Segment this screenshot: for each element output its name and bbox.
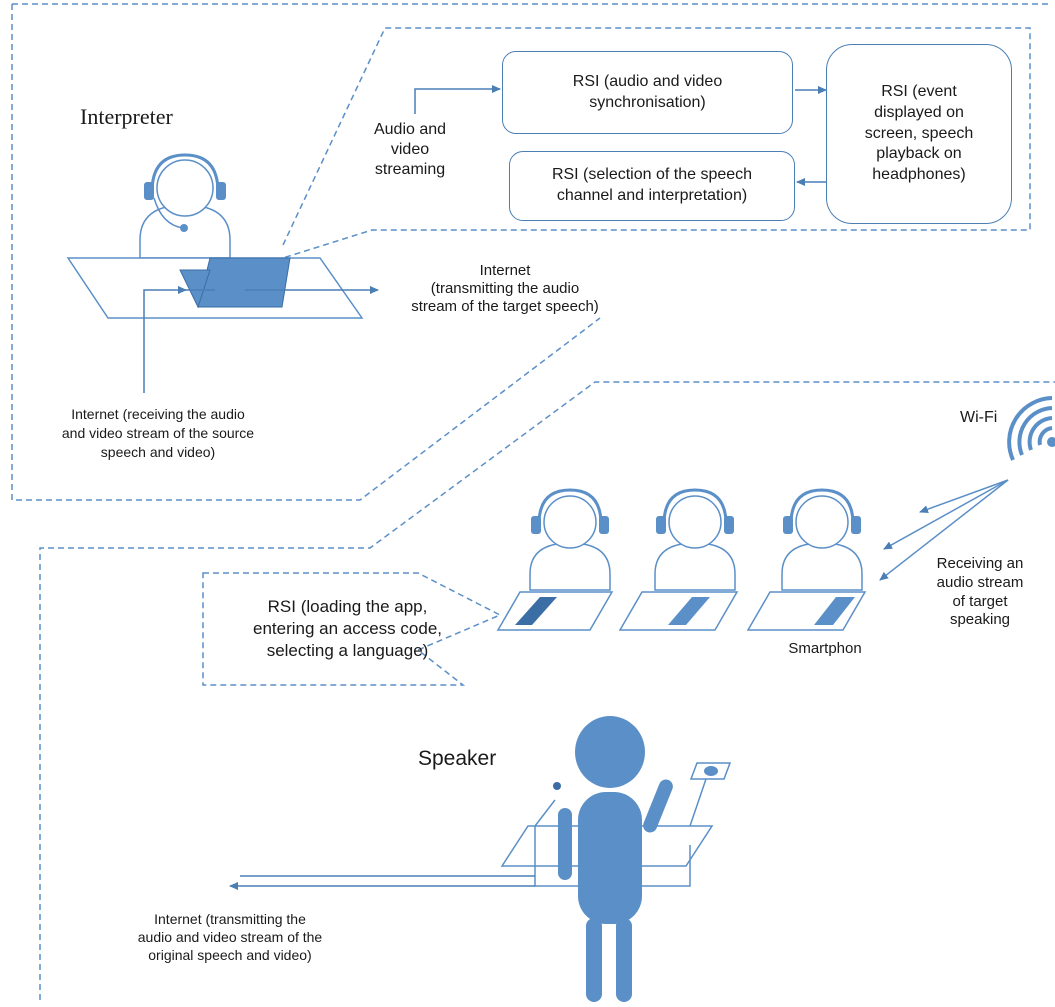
- listener-1: [496, 488, 614, 631]
- streaming-to-sync-arrow: [414, 85, 501, 114]
- listener-3: [746, 488, 867, 631]
- interpreter-internet-out-label: Internet (transmitting the audio stream …: [411, 262, 599, 315]
- rsi-sync-text: RSI (audio and video synchronisation): [572, 72, 723, 111]
- interpreter-title: Interpreter: [80, 104, 173, 129]
- audience-region-border: [39, 381, 1055, 1000]
- wifi-arrow-1: [919, 479, 1009, 514]
- rsi-app-callout: [202, 572, 502, 686]
- speaker-internet-out-label: Internet (transmitting the audio and vid…: [137, 911, 323, 964]
- rsi-display-text: RSI (event displayed on screen, speech p…: [864, 83, 974, 184]
- listener-2: [618, 488, 739, 631]
- receiving-label: Receiving an audio stream of target spea…: [936, 555, 1024, 629]
- wifi-arrow-2: [883, 479, 1009, 550]
- rsi-selection-box: RSI (selection of the speech channel and…: [509, 151, 795, 221]
- wifi-label: Wi-Fi: [960, 409, 998, 426]
- speaker-figure: [558, 716, 673, 1002]
- speaker-title: Speaker: [418, 747, 497, 770]
- rsi-app-label: RSI (loading the app, entering an access…: [252, 597, 442, 661]
- av-streaming-label: Audio and video streaming: [373, 121, 447, 178]
- interpreter-input-line: [143, 286, 187, 393]
- rsi-sync-box: RSI (audio and video synchronisation): [502, 51, 793, 134]
- interpreter-region-border: [11, 3, 1050, 501]
- rsi-selection-text: RSI (selection of the speech channel and…: [551, 166, 753, 204]
- speaker-output-line: [534, 845, 691, 887]
- speaker-mic-stand: [534, 799, 556, 827]
- camera-stand: [689, 778, 707, 827]
- speaker-podium: [500, 825, 714, 867]
- interpreter-zoom-callout: [282, 27, 1031, 259]
- wifi-arrow-3: [879, 479, 1009, 581]
- rsi-display-box: RSI (event displayed on screen, speech p…: [826, 44, 1012, 224]
- wifi-icon: [1007, 396, 1055, 461]
- interpreter-figure: [139, 153, 231, 259]
- speaker-mic: [553, 782, 561, 790]
- smartphone-label: Smartphon: [788, 640, 862, 657]
- interpreter-internet-in-label: Internet (receiving the audio and video …: [61, 406, 255, 460]
